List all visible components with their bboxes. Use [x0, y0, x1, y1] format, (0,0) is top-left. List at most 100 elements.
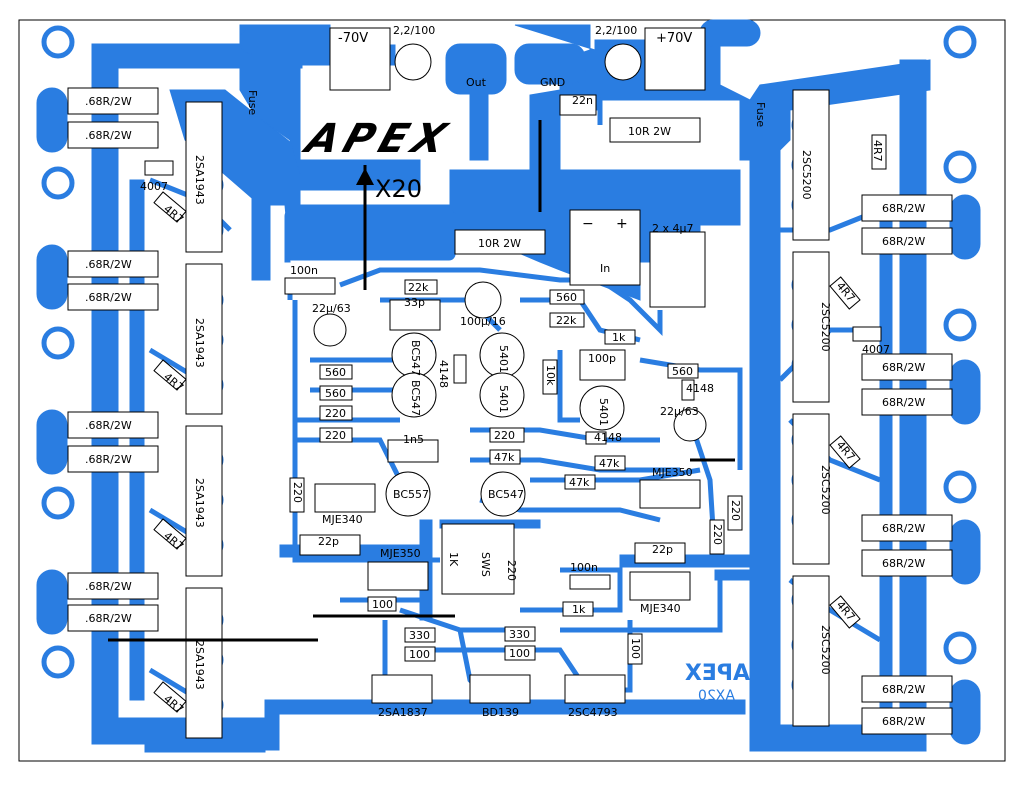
label-r-47k-a: 47k	[494, 451, 515, 464]
label-5401-a: 5401	[497, 345, 510, 373]
label-r-left-2a: .68R/2W	[85, 258, 132, 271]
cap-33p	[389, 299, 441, 331]
label-mje340-a: MJE340	[322, 513, 363, 526]
label-c-22p-b: 22p	[652, 543, 673, 556]
middle-pour-left	[284, 209, 456, 261]
transistor-bc547-c	[480, 471, 526, 517]
label-r-47k-c: 47k	[569, 476, 590, 489]
label-cap-pos: 2,2/100	[595, 24, 637, 37]
resistor-4r7-left-4	[153, 681, 187, 713]
label-r-left-2b: .68R/2W	[85, 291, 132, 304]
left-pad-1	[36, 87, 68, 153]
label-pnp-2: 2SA1943	[193, 318, 206, 368]
label-c-100p: 100p	[588, 352, 616, 365]
cap-100n-top	[284, 277, 336, 295]
component-outlines	[67, 27, 953, 739]
label-c-22u-63: 22μ/63	[312, 302, 351, 315]
label-r-100-vertical: 100	[629, 638, 642, 659]
label-pos-rail: +70V	[656, 31, 692, 46]
label-r-220-e: 220	[711, 524, 724, 545]
resistor-220-c	[489, 427, 525, 443]
resistor-330-b	[504, 626, 536, 642]
label-neg-rail: -70V	[338, 31, 368, 46]
resistor-left-2a	[67, 250, 159, 278]
resistor-right-3a	[861, 514, 953, 542]
resistor-22k-b	[549, 312, 585, 328]
label-r-1k-a: 1k	[612, 331, 626, 344]
label-r-100-c: 100	[509, 647, 530, 660]
cap-100n-mid	[569, 574, 611, 590]
cap-1n5	[387, 439, 439, 463]
label-r-560-a: 560	[556, 291, 577, 304]
label-input-plus: +	[616, 216, 628, 232]
label-c-100u-16: 100μ/16	[460, 315, 506, 328]
arrow-head	[356, 168, 374, 185]
label-pnp-3: 2SA1943	[193, 478, 206, 528]
label-pnp-1: 2SA1943	[193, 155, 206, 205]
right-pad-3	[949, 519, 981, 585]
label-r-right-2b: 68R/2W	[882, 396, 925, 409]
label-fuse-left: Fuse	[246, 90, 259, 115]
transistor-mje350-left	[367, 561, 429, 591]
label-d-4148-c: 4148	[594, 431, 622, 444]
label-r-220-d: 220	[291, 482, 304, 503]
brand-logo-text: APEX	[298, 115, 459, 162]
right-diagonal-pour	[749, 59, 931, 161]
label-4r7-right-top: 4R7	[871, 140, 884, 162]
label-bc547-c: BC547	[488, 488, 524, 501]
resistor-right-2a	[861, 353, 953, 381]
label-r-560-b: 560	[325, 366, 346, 379]
label-bd139: BD139	[482, 706, 519, 719]
label-input: In	[600, 262, 610, 275]
cap-100u-16	[464, 281, 502, 319]
label-npn-3: 2SC5200	[819, 465, 832, 515]
label-r-right-3a: 68R/2W	[882, 522, 925, 535]
label-zobel-top: 10R 2W	[628, 125, 671, 138]
resistor-left-1b	[67, 121, 159, 149]
cap-neg-rail	[394, 43, 432, 81]
resistor-220-a	[319, 405, 353, 421]
resistor-100-a	[367, 596, 397, 612]
resistor-560-d	[667, 363, 699, 379]
left-pad-2	[36, 244, 68, 310]
label-bc547-a: BC547	[409, 340, 422, 376]
label-c-in: 2 x 4μ7	[652, 222, 694, 235]
resistor-zobel-mid	[454, 229, 546, 255]
input-connector	[569, 209, 641, 286]
label-r-left-4b: .68R/2W	[85, 612, 132, 625]
label-r-220-trim: 220	[505, 560, 518, 581]
label-2sc4793: 2SC4793	[568, 706, 618, 719]
label-c-1n5: 1n5	[403, 433, 424, 446]
resistor-1k-a	[604, 329, 636, 345]
label-d-4148-a: 4148	[437, 360, 450, 388]
resistor-right-4b	[861, 707, 953, 735]
label-r-1k-b: 1k	[572, 603, 586, 616]
diode-4148-c	[585, 431, 607, 445]
label-npn-2: 2SC5200	[819, 302, 832, 352]
right-top-rail	[699, 19, 761, 47]
label-fuse-right: Fuse	[754, 102, 767, 127]
resistor-22k-a	[404, 279, 438, 295]
label-r-330-a: 330	[409, 629, 430, 642]
label-5401-c: 5401	[597, 398, 610, 426]
label-r-220-c: 220	[494, 429, 515, 442]
label-pnp-4: 2SA1943	[193, 640, 206, 690]
label-r-right-3b: 68R/2W	[882, 557, 925, 570]
label-r-100-b: 100	[409, 648, 430, 661]
resistor-left-2b	[67, 283, 159, 311]
right-pad-2	[949, 359, 981, 425]
right-pad-1	[949, 194, 981, 260]
resistor-left-4a	[67, 572, 159, 600]
transistor-2sa1837	[371, 674, 433, 704]
output-trace-h1	[714, 569, 761, 581]
label-r-left-3a: .68R/2W	[85, 419, 132, 432]
left-fuse-trace	[251, 169, 271, 281]
label-npn-1: 2SC5200	[800, 150, 813, 200]
trimmer-bias	[441, 523, 515, 595]
label-2sa1837: 2SA1837	[378, 706, 428, 719]
transistor-5401-b	[479, 372, 525, 418]
mirror-brand: APEX	[685, 661, 750, 686]
label-r-left-4a: .68R/2W	[85, 580, 132, 593]
label-r-10k: 10k	[544, 365, 557, 386]
